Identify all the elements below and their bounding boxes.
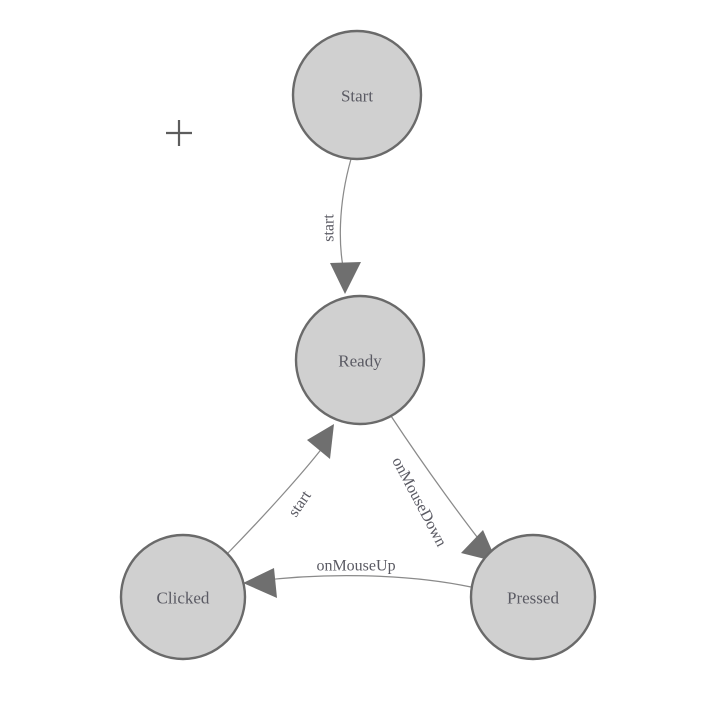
node-clicked-label: Clicked: [157, 589, 210, 608]
edge-ready-to-pressed[interactable]: onMouseDown: [388, 415, 497, 562]
node-ready[interactable]: Ready: [294, 294, 426, 426]
node-start[interactable]: Start: [291, 29, 423, 161]
node-ready-circle: [294, 294, 426, 426]
node-pressed[interactable]: Pressed: [469, 533, 597, 661]
plus-crosshair-icon[interactable]: [166, 120, 192, 146]
edge-pressed-to-clicked[interactable]: onMouseUp: [243, 558, 472, 599]
node-clicked-circle: [119, 533, 247, 661]
edge-path-start-to-ready: [339, 158, 352, 277]
edge-path-clicked-to-ready: [226, 446, 324, 555]
edge-label-ready-to-pressed: onMouseDown: [388, 454, 449, 549]
node-clicked[interactable]: Clicked: [119, 533, 247, 661]
node-pressed-label: Pressed: [507, 589, 559, 608]
edge-label-pressed-to-clicked: onMouseUp: [316, 558, 395, 575]
arrowhead-into-clicked: [243, 568, 277, 598]
edge-start-to-ready[interactable]: start: [321, 158, 362, 294]
edge-label-clicked-to-ready: start: [285, 487, 315, 520]
edge-label-start-to-ready: start: [321, 214, 338, 242]
node-pressed-circle: [469, 533, 597, 661]
arrowhead-into-ready-top: [330, 262, 361, 294]
arrowhead-into-ready-bottom: [307, 424, 334, 459]
edge-clicked-to-ready[interactable]: start: [226, 424, 334, 555]
node-ready-label: Ready: [338, 352, 382, 371]
edge-path-pressed-to-clicked: [257, 574, 472, 588]
node-start-circle: [291, 29, 423, 161]
node-start-label: Start: [341, 87, 373, 106]
